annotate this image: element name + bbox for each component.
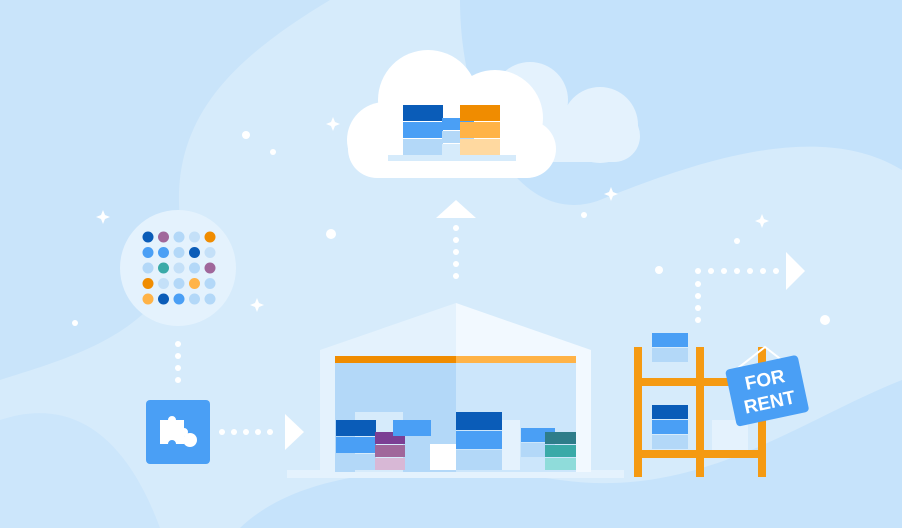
data-grid-circle: [120, 210, 236, 326]
background-blob: [240, 380, 902, 528]
cloud-storage: [347, 50, 640, 178]
data-dot: [142, 231, 154, 243]
data-dot: [158, 231, 169, 243]
arrow-right-icon: [219, 414, 304, 450]
data-dot: [158, 247, 169, 258]
data-dot: [142, 278, 154, 289]
data-dot: [173, 247, 185, 258]
dotted-connector: [175, 341, 181, 383]
data-dot: [189, 262, 200, 274]
warehouse: [287, 303, 624, 478]
data-dot: [142, 247, 154, 258]
data-dot: [189, 278, 200, 289]
server-rack-icon: [403, 105, 500, 155]
data-dot: [173, 293, 185, 305]
server-rack-icon: [336, 412, 576, 470]
data-dot: [204, 278, 216, 289]
data-dot: [204, 293, 216, 305]
data-dot: [173, 262, 185, 274]
storage-shelf: [634, 333, 766, 477]
data-dot: [158, 262, 169, 274]
data-dot: [158, 293, 169, 305]
data-dot: [189, 247, 200, 258]
for-rent-sign: FOR RENT: [725, 345, 809, 427]
data-dot: [173, 278, 185, 289]
puzzle-plugin-button[interactable]: [146, 400, 210, 464]
puzzle-icon: [160, 416, 197, 447]
server-rack-icon: [652, 333, 748, 450]
sparkle-icons: [72, 117, 830, 326]
data-dot-grid: [142, 231, 216, 305]
data-dot: [204, 231, 216, 243]
data-dot: [158, 278, 169, 289]
data-dot: [173, 231, 185, 243]
arrow-right-icon: [695, 252, 805, 323]
arrow-up-icon: [436, 200, 476, 279]
data-dot: [204, 247, 216, 258]
background-blob: [0, 413, 160, 528]
data-dot: [142, 293, 154, 305]
background-blob: [0, 0, 330, 380]
data-dot: [204, 262, 216, 274]
data-dot: [142, 262, 154, 274]
data-dot: [189, 293, 200, 305]
data-dot: [189, 231, 200, 243]
